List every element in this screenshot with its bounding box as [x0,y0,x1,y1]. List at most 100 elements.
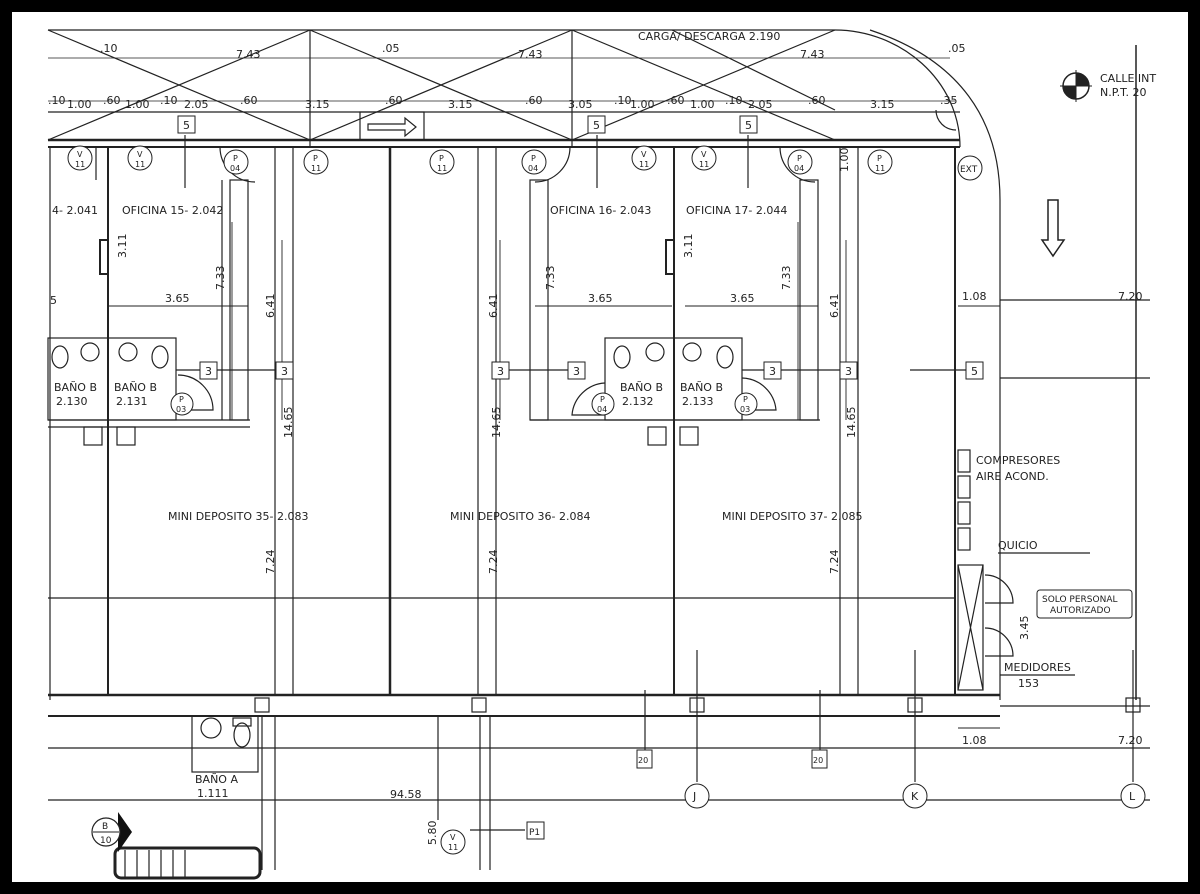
room-label: OFICINA 17- 2.044 [686,204,787,217]
tag-box [526,821,545,840]
dim-label: .05 [948,42,966,55]
tag-text: 3 [281,365,288,378]
dim-label: .05 [382,42,400,55]
tag-box [199,361,218,380]
dim-label: .35 [940,94,958,107]
dim-label: .10 [160,94,178,107]
dim-label: 7.20 [1118,290,1143,303]
dim-label: 7.43 [236,48,261,61]
tag-box [636,749,653,769]
tag-box [763,361,782,380]
tag-text: 5 [593,119,600,132]
dim-label: 7.43 [800,48,825,61]
door-tag-icon [429,149,455,175]
dim-label: 7.20 [1118,734,1143,747]
dim-label: 7.33 [544,266,557,291]
door-tag-icon [591,392,615,416]
room-label: BAÑO B [54,381,97,394]
door-tag-icon [521,149,547,175]
dim-label: 1.00 [125,98,150,111]
carga-descarga-label: CARGA/ DESCARGA 2.190 [638,30,780,43]
stairs [113,846,262,880]
tag-text: 5 [745,119,752,132]
dim-label: 1.08 [962,290,987,303]
dim-label: 6.41 [487,294,500,319]
door-tag-text: P [179,395,184,404]
window-tag-text: V [137,150,143,159]
dim-label: .60 [808,94,826,107]
flow-arrow-icon [1040,199,1066,258]
room-label: BAÑO B [680,381,723,394]
dim-label: 94.58 [390,788,422,801]
tag-box [839,361,858,380]
dim-label: 14.65 [845,407,858,439]
dim-label: 2.05 [184,98,209,111]
room-label: OFICINA 15- 2.042 [122,204,223,217]
door-tag-text: 04 [528,164,538,173]
level-marker-icon [1060,70,1092,102]
dim-label: 3.65 [588,292,613,305]
tag-box [491,361,510,380]
room-label: BAÑO B [114,381,157,394]
tag-text: 5 [971,365,978,378]
dim-label: 3.65 [730,292,755,305]
dim-label: 6.41 [264,294,277,319]
door-tag-text: P [439,154,444,163]
window-tag-text: V [641,150,647,159]
room-label: COMPRESORES [976,454,1060,467]
dim-label: .60 [525,94,543,107]
door-tag-icon [734,392,758,416]
door-tag-text: 11 [311,164,321,173]
dim-label: 1.00 [690,98,715,111]
room-label: BAÑO A [195,773,238,786]
door-tag-icon [867,149,893,175]
tag-box [275,361,294,380]
window-tag-icon [67,145,93,171]
window-tag-text: 11 [135,160,145,169]
dim-label: 14.65 [490,407,503,439]
door-tag-text: 04 [794,164,804,173]
dim-label: 3.45 [1018,616,1031,641]
dim-label: 2.05 [748,98,773,111]
dim-label: 3.65 [165,292,190,305]
room-label: 153 [1018,677,1039,690]
room-label: MINI DEPOSITO 37- 2.085 [722,510,862,523]
room-label: 2.131 [116,395,148,408]
dim-label: 6.41 [828,294,841,319]
door-tag-icon [303,149,329,175]
grid-bubble-l-icon [1120,783,1146,809]
room-label: BAÑO B [620,381,663,394]
window-tag-icon [127,145,153,171]
tag-text: 3 [497,365,504,378]
door-tag-text: 11 [437,164,447,173]
grid-bubble-k-icon [902,783,928,809]
door-tag-text: 03 [740,405,750,414]
dim-label: 3.15 [305,98,330,111]
dim-label: 7.43 [518,48,543,61]
npt-label: N.P.T. 20 [1100,86,1147,99]
sign-text: SOLO PERSONAL [1042,595,1118,605]
dim-label: 7.33 [780,266,793,291]
grid-10-text: 10 [100,836,112,846]
room-label: AIRE ACOND. [976,470,1049,483]
door-tag-text: 04 [230,164,240,173]
window-tag-text: V [701,150,707,159]
tag-text: 3 [769,365,776,378]
room-label: MINI DEPOSITO 36- 2.084 [450,510,590,523]
dim-label: 5.80 [426,821,439,846]
dim-label: 1.00 [67,98,92,111]
dim-label: .60 [667,94,685,107]
tag-box [739,115,758,134]
door-tag-text: P [743,395,748,404]
room-label: OFICINA 16- 2.043 [550,204,651,217]
dim-label: 3.15 [448,98,473,111]
window-tag-text: V [450,833,456,842]
room-label: QUICIO [998,539,1038,552]
room-label: 1.111 [197,787,229,800]
door-tag-text: P [797,154,802,163]
dim-label: .10 [614,94,632,107]
dim-label: 1.08 [962,734,987,747]
dim-label: 7.24 [264,550,277,575]
tag-box [177,115,196,134]
